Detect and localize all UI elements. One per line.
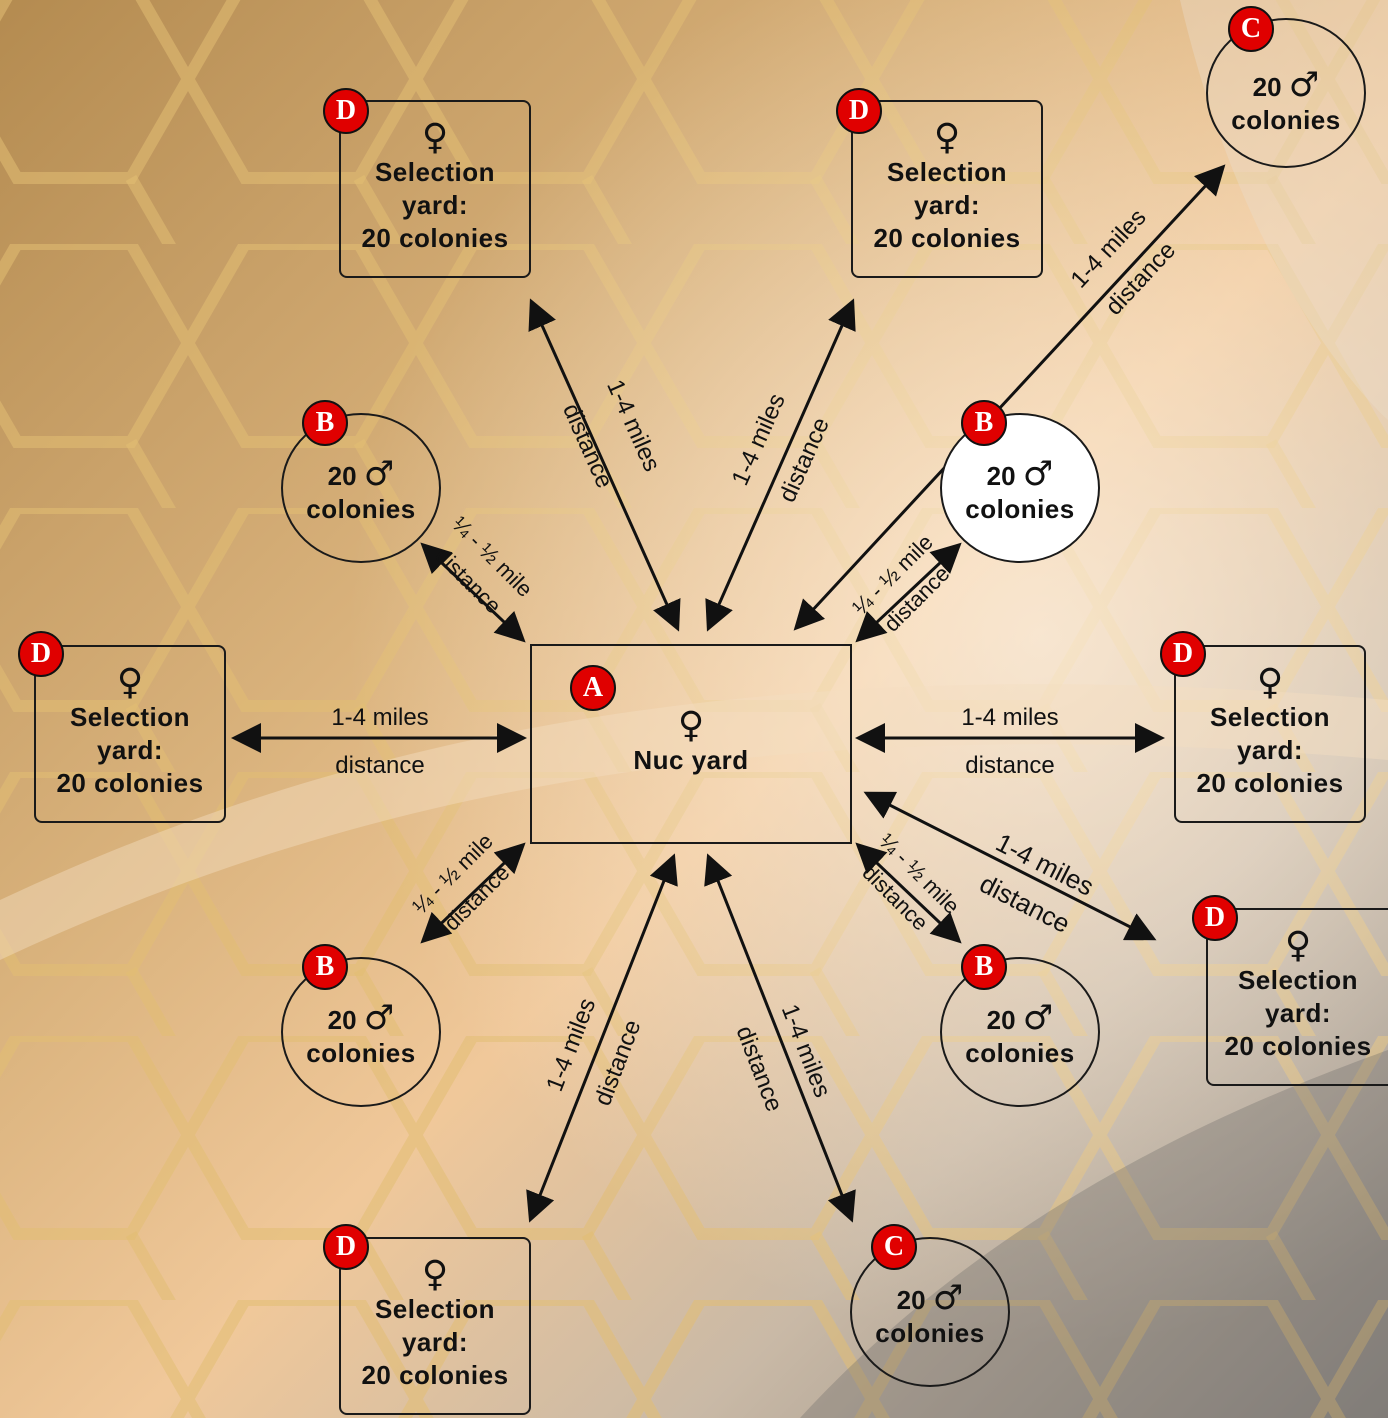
- selection-yard-top-left: ♀ Selection yard: 20 colonies: [339, 100, 531, 278]
- arrow-nuc-to-drone-c-bottom: [704, 853, 856, 1223]
- male-icon: ♂: [1022, 454, 1054, 494]
- badge-b: B: [302, 944, 348, 990]
- selection-yard-lower-right: ♀ Selection yard: 20 colonies: [1206, 908, 1388, 1086]
- male-icon: ♂: [1022, 998, 1054, 1038]
- nuc-yard-label: Nuc yard: [633, 745, 749, 775]
- male-icon: ♂: [363, 998, 395, 1038]
- arrow-nuc-to-drone-top-right: [855, 542, 962, 643]
- badge-b: B: [961, 400, 1007, 446]
- drone-yard-top-left: 20 ♂ colonies: [281, 413, 441, 563]
- male-icon: ♂: [363, 454, 395, 494]
- badge-d: D: [1192, 895, 1238, 941]
- badge-b: B: [302, 400, 348, 446]
- arrow-nuc-to-drone-top-left: [420, 542, 526, 643]
- arrow-nuc-to-selection-top-left: [528, 298, 681, 632]
- selection-yard-top-right: ♀ Selection yard: 20 colonies: [851, 100, 1043, 278]
- female-icon: ♀: [421, 1254, 449, 1295]
- arrow-nuc-to-selection-lower-right: [863, 791, 1157, 941]
- male-icon: ♂: [932, 1278, 964, 1318]
- male-icon: ♂: [1288, 65, 1320, 105]
- selection-yard-left: ♀ Selection yard: 20 colonies: [34, 645, 226, 823]
- badge-d: D: [323, 1224, 369, 1270]
- selection-yard-right: ♀ Selection yard: 20 colonies: [1174, 645, 1366, 823]
- badge-a: A: [570, 665, 616, 711]
- drone-yard-bottom-left: 20 ♂ colonies: [281, 957, 441, 1107]
- female-icon: ♀: [421, 117, 449, 158]
- badge-b: B: [961, 944, 1007, 990]
- badge-d: D: [323, 88, 369, 134]
- badge-d: D: [836, 88, 882, 134]
- female-icon: ♀: [933, 117, 961, 158]
- selection-yard-bottom: ♀ Selection yard: 20 colonies: [339, 1237, 531, 1415]
- badge-d: D: [18, 631, 64, 677]
- drone-yard-c-top: 20 ♂ colonies: [1206, 18, 1366, 168]
- badge-c: C: [871, 1224, 917, 1270]
- drone-yard-c-bottom: 20 ♂ colonies: [850, 1237, 1010, 1387]
- drone-yard-bottom-right: 20 ♂ colonies: [940, 957, 1100, 1107]
- nuc-yard-box: ♀ Nuc yard: [530, 644, 852, 844]
- female-icon: ♀: [1284, 925, 1312, 966]
- badge-d: D: [1160, 631, 1206, 677]
- arrow-nuc-to-drone-bottom-left: [420, 842, 526, 944]
- drone-yard-top-right: 20 ♂ colonies: [940, 413, 1100, 563]
- female-icon: ♀: [1256, 662, 1284, 703]
- female-icon: ♀: [116, 662, 144, 703]
- badge-c: C: [1228, 6, 1274, 52]
- female-icon: ♀: [677, 705, 705, 746]
- arrow-nuc-to-selection-bottom: [526, 853, 678, 1223]
